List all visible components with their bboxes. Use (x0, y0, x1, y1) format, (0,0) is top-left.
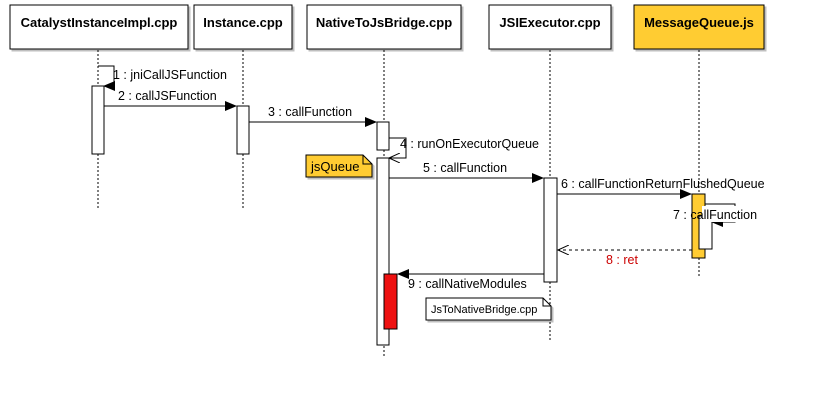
activation-catalyst (91, 85, 105, 155)
activation-jsi (543, 177, 558, 283)
message-2-label: 2 : callJSFunction (118, 89, 217, 103)
header-mq: MessageQueue.js (633, 4, 765, 50)
header-bridge-title: NativeToJsBridge.cpp (316, 15, 452, 30)
note-jstonative: JsToNativeBridge.cpp (425, 297, 552, 321)
message-3: 3 : callFunction (249, 105, 377, 127)
message-4: 4 : runOnExecutorQueue (389, 137, 539, 158)
header-jsi-title: JSIExecutor.cpp (499, 15, 600, 30)
note-jsqueue: jsQueue (305, 154, 373, 178)
activation-bridge-1 (376, 121, 390, 151)
header-jsi: JSIExecutor.cpp (488, 4, 612, 50)
message-6-label: 6 : callFunctionReturnFlushedQueue (561, 177, 765, 191)
message-1-label: 1 : jniCallJSFunction (113, 68, 227, 82)
message-5-label: 5 : callFunction (423, 161, 507, 175)
header-bridge: NativeToJsBridge.cpp (306, 4, 462, 50)
message-2: 2 : callJSFunction (104, 89, 237, 111)
message-9-label: 9 : callNativeModules (408, 277, 527, 291)
activation-instance (236, 105, 250, 155)
message-7-label: 7 : callFunction (673, 208, 757, 222)
activation-bridge-native (383, 273, 398, 330)
message-8-label: 8 : ret (606, 253, 638, 267)
message-8: 8 : ret (558, 250, 692, 267)
header-instance: Instance.cpp (193, 4, 293, 50)
message-3-label: 3 : callFunction (268, 105, 352, 119)
note-jstonative-text: JsToNativeBridge.cpp (431, 304, 537, 316)
header-instance-title: Instance.cpp (203, 15, 283, 30)
activations (91, 85, 713, 346)
message-5: 5 : callFunction (389, 161, 544, 183)
header-catalyst-title: CatalystInstanceImpl.cpp (21, 15, 178, 30)
message-1: 1 : jniCallJSFunction (98, 65, 227, 91)
messages: 1 : jniCallJSFunction 2 : callJSFunction… (98, 65, 774, 291)
message-4-label: 4 : runOnExecutorQueue (400, 137, 539, 151)
lifeline-headers: CatalystInstanceImpl.cpp Instance.cpp Na… (9, 4, 765, 50)
message-9: 9 : callNativeModules (397, 269, 544, 291)
header-catalyst: CatalystInstanceImpl.cpp (9, 4, 189, 50)
note-jsqueue-text: jsQueue (310, 159, 359, 174)
message-7: 7 : callFunction (673, 203, 774, 227)
header-mq-title: MessageQueue.js (644, 15, 754, 30)
message-6: 6 : callFunctionReturnFlushedQueue (557, 177, 765, 199)
